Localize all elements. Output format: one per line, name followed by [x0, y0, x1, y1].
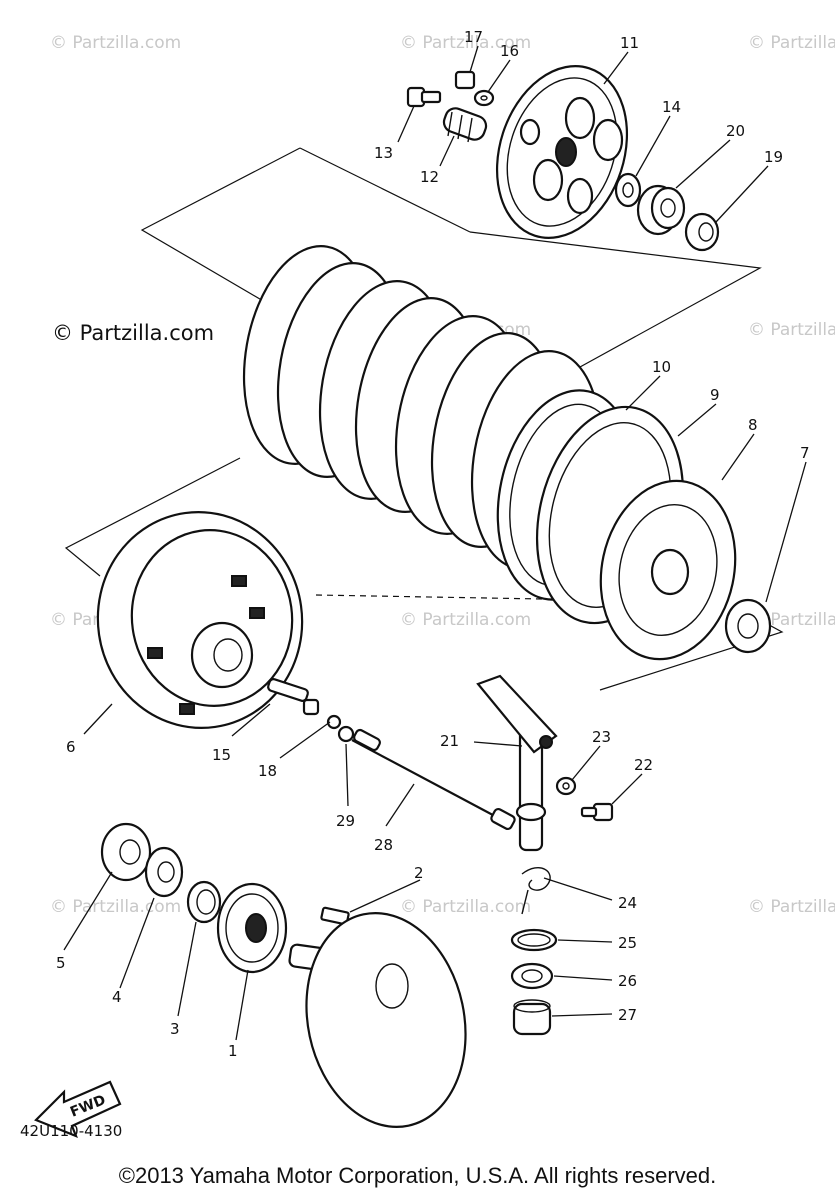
callout-29: 29 [336, 812, 355, 830]
watermark-text: © Partzilla.com [748, 897, 835, 917]
callout-12: 12 [420, 168, 439, 186]
copyright-notice: ©2013 Yamaha Motor Corporation, U.S.A. A… [118, 1163, 717, 1188]
callout-13: 13 [374, 144, 393, 162]
part-13-bolt[interactable] [406, 86, 442, 108]
fwd-arrow-icon: FWD [34, 1080, 122, 1138]
callout-22: 22 [634, 756, 653, 774]
part-5-collar[interactable] [100, 822, 152, 882]
part-12-clutch-spring[interactable] [441, 106, 489, 143]
watermark-text: © Partzilla.com [400, 610, 531, 630]
callout-19: 19 [764, 148, 783, 166]
watermark-text: © Partzilla.com [748, 320, 835, 340]
watermark-text: © Partzilla.com [748, 33, 835, 53]
callout-24: 24 [618, 894, 637, 912]
part-14-plate[interactable] [614, 172, 642, 208]
part-8-clutch-boss[interactable] [585, 468, 752, 672]
callout-numbers: 1 2 3 4 5 6 7 8 9 10 11 12 13 14 15 16 1… [56, 28, 810, 1060]
callout-15: 15 [212, 746, 231, 764]
callout-3: 3 [170, 1020, 180, 1038]
callout-17: 17 [464, 28, 483, 46]
part-6-clutch-housing[interactable] [84, 499, 316, 741]
part-24-return-spring[interactable] [521, 867, 551, 915]
part-25-circlip[interactable] [510, 928, 558, 952]
callout-4: 4 [112, 988, 122, 1006]
part-18-ball[interactable] [326, 714, 342, 730]
callout-26: 26 [618, 972, 637, 990]
part-15-bolt[interactable] [267, 678, 320, 716]
callout-2: 2 [414, 864, 424, 882]
part-21-push-lever-axle[interactable] [476, 674, 558, 852]
watermark-text: © Partzilla.com [50, 33, 181, 53]
part-22-screw[interactable] [580, 802, 614, 822]
part-17-nut[interactable] [454, 70, 476, 90]
callout-18: 18 [258, 762, 277, 780]
diagram-code: 42U110-4130 [20, 1122, 122, 1140]
callout-1: 1 [228, 1042, 238, 1060]
callout-11: 11 [620, 34, 639, 52]
callout-21: 21 [440, 732, 459, 750]
part-29-push-rod[interactable] [337, 725, 355, 743]
part-16-washer[interactable] [473, 89, 495, 107]
callout-25: 25 [618, 934, 637, 952]
callout-10: 10 [652, 358, 671, 376]
part-4-washer[interactable] [144, 846, 184, 898]
part-7-lock-washer[interactable] [724, 598, 772, 654]
watermark-text: © Partzilla.com [50, 897, 181, 917]
assembly-guide-lines [64, 147, 784, 691]
callout-20: 20 [726, 122, 745, 140]
callout-14: 14 [662, 98, 681, 116]
part-11-pressure-plate[interactable] [476, 49, 648, 255]
callout-23: 23 [592, 728, 611, 746]
part-28-push-rod[interactable] [351, 728, 516, 831]
part-26-oil-seal[interactable] [510, 962, 554, 990]
callout-27: 27 [618, 1006, 637, 1024]
leader-lines [63, 45, 807, 1041]
callout-9: 9 [710, 386, 720, 404]
callout-6: 6 [66, 738, 76, 756]
part-19-lock-washer[interactable] [684, 212, 720, 252]
part-20-bearing[interactable] [636, 184, 686, 236]
callout-28: 28 [374, 836, 393, 854]
watermark-main-text: © Partzilla.com [52, 321, 214, 345]
callout-5: 5 [56, 954, 66, 972]
callout-16: 16 [500, 42, 519, 60]
part-1-primary-drive-gear[interactable] [216, 882, 288, 974]
callout-8: 8 [748, 416, 758, 434]
part-3-circlip[interactable] [186, 880, 222, 924]
part-23-washer[interactable] [555, 776, 577, 796]
crankshaft-web [288, 912, 467, 1128]
watermark-text: © Partzilla.com [400, 897, 531, 917]
part-2-key[interactable] [320, 906, 350, 926]
watermark-text: © Partzilla.com [400, 33, 531, 53]
callout-7: 7 [800, 444, 810, 462]
part-27-bearing[interactable] [512, 999, 552, 1036]
